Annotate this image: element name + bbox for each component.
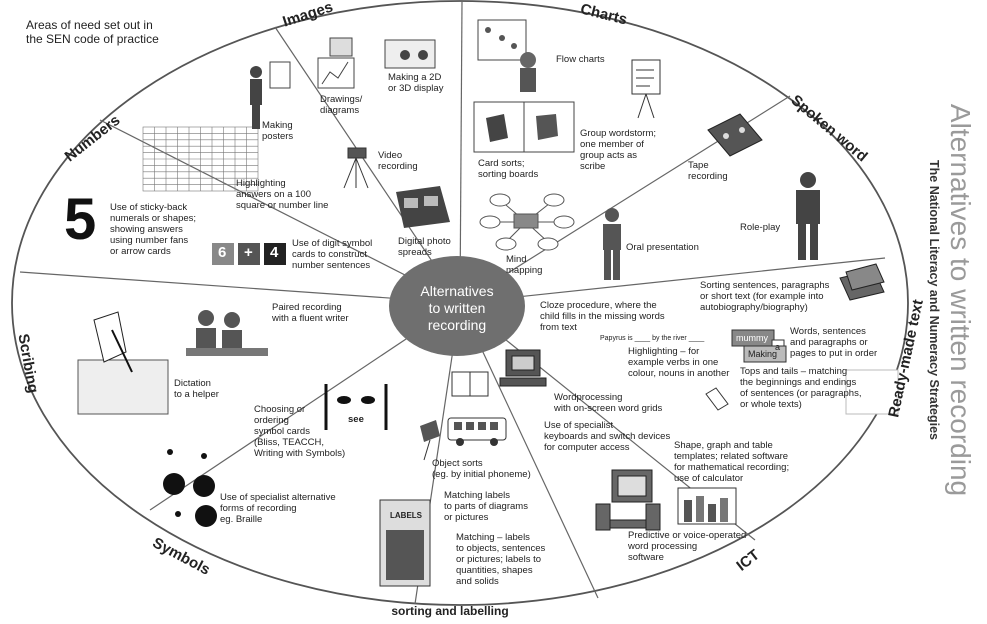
- making-display-text: Making a 2D or 3D display: [388, 72, 444, 94]
- cloze-text: Cloze procedure, where the child fills i…: [540, 300, 665, 333]
- specialist-keyboards-text: Use of specialist keyboards and switch d…: [544, 420, 671, 453]
- digit-cards-text: Use of digit symbol cards to construct n…: [292, 238, 373, 271]
- main-title: Alternatives to written recording: [945, 103, 976, 497]
- highlighting-verbs-text: Highlighting – for example verbs in one …: [628, 346, 730, 379]
- drawings-illustration: [317, 37, 355, 89]
- subtitle: The National Literacy and Numeracy Strat…: [927, 160, 941, 440]
- paired-recording-illustration: [186, 310, 268, 356]
- sorting-labelling-label: sorting and labelling: [391, 604, 509, 618]
- labels-box-illustration: [379, 499, 431, 587]
- center-bubble: [389, 256, 525, 356]
- bus-illustration: [447, 417, 507, 446]
- sticky-back-text: Use of sticky-back numerals or shapes; s…: [110, 202, 197, 257]
- oral-presentation-person-illustration: [603, 208, 621, 280]
- text-snippet-illustration: [845, 369, 899, 415]
- group-wordstorm-text: Group wordstorm; one member of group act…: [580, 128, 657, 172]
- see-symbol-illustration: [324, 384, 388, 430]
- display-illustration: [384, 39, 436, 69]
- object-sorts-text: Object sorts (eg. by initial phoneme): [432, 458, 531, 480]
- predictive-text: Predictive or voice-operated word proces…: [628, 530, 747, 563]
- tape-recording-text: Tape recording: [688, 160, 728, 182]
- flow-charts-text: Flow charts: [556, 54, 605, 65]
- words-sentences-text: Words, sentences and paragraphs or pages…: [790, 326, 878, 359]
- paper-stack-illustration: [839, 263, 885, 301]
- numeral-five: 5: [64, 187, 97, 252]
- sen-code-note: Areas of need set out in the SEN code of…: [26, 18, 159, 46]
- highlighting-100-text: Highlighting answers on a 100 square or …: [236, 178, 329, 211]
- paired-recording-text: Paired recording with a fluent writer: [272, 302, 349, 324]
- matching-labels-text: Matching labels to parts of diagrams or …: [444, 490, 528, 523]
- highlighter-illustration: [705, 387, 729, 411]
- dictation-hand-illustration: [77, 311, 169, 415]
- matching-objects-text: Matching – labels to objects, sentences …: [456, 532, 546, 587]
- wordprocessing-text: Wordprocessing with on-screen word grids: [554, 392, 663, 414]
- digit-card-plus: [238, 243, 260, 265]
- computer-illustration: [499, 349, 547, 387]
- desktop-computer-illustration: [595, 469, 661, 531]
- flowchart-board-illustration: [477, 19, 536, 92]
- see-symbol-text: see: [348, 414, 364, 425]
- center-label: Alternatives to written recording: [420, 283, 494, 333]
- choosing-symbols-text: Choosing or ordering symbol cards (Bliss…: [254, 404, 346, 459]
- specialist-forms-text: Use of specialist alternative forms of r…: [220, 492, 336, 525]
- digital-photo-text: Digital photo spreads: [398, 236, 451, 258]
- tops-tails-text: Tops and tails – matching the beginnings…: [740, 366, 862, 410]
- book-illustration: [451, 371, 489, 397]
- drawings-text: Drawings/ diagrams: [320, 94, 363, 116]
- card-sorts-illustration: [473, 101, 575, 153]
- video-camera-illustration: [343, 147, 369, 189]
- digit-four: 4: [270, 244, 279, 261]
- oral-presentation-text: Oral presentation: [626, 242, 699, 253]
- word-card-a: a: [775, 342, 781, 352]
- cassette-tape-illustration: [707, 113, 763, 157]
- digit-card-four: [264, 243, 286, 265]
- sorting-sentences-text: Sorting sentences, paragraphs or short t…: [700, 280, 830, 313]
- cloze-sample-text: Papyrus is ____ by the river ____: [600, 335, 705, 342]
- digit-six: 6: [218, 244, 227, 261]
- video-recording-text: Video recording: [378, 150, 418, 172]
- poster-person-illustration: [250, 61, 291, 129]
- hundred-square-illustration: [142, 126, 259, 192]
- digit-card-six: [212, 243, 234, 265]
- card-sorts-text: Card sorts; sorting boards: [478, 158, 539, 180]
- easel-illustration: [631, 59, 661, 119]
- mind-mapping-text: Mind mapping: [506, 254, 543, 276]
- mind-map-illustration: [479, 193, 575, 251]
- word-card-making: Making: [748, 349, 778, 359]
- making-posters-text: Making posters: [262, 120, 294, 142]
- braille-dots-illustration: [163, 449, 217, 527]
- dictation-text: Dictation to a helper: [174, 378, 219, 400]
- plug-illustration: [420, 420, 440, 461]
- photo-album-illustration: [396, 186, 450, 228]
- role-play-person-illustration: [796, 172, 820, 260]
- role-play-text: Role-play: [740, 222, 781, 233]
- word-cards-illustration: [731, 329, 787, 363]
- digit-plus: +: [244, 244, 253, 261]
- labels-box-text: LABELS: [390, 511, 422, 520]
- shape-graph-text: Shape, graph and table templates; relate…: [674, 440, 790, 484]
- word-card-mummy: mummy: [736, 333, 768, 343]
- bar-chart-software-illustration: [677, 487, 737, 525]
